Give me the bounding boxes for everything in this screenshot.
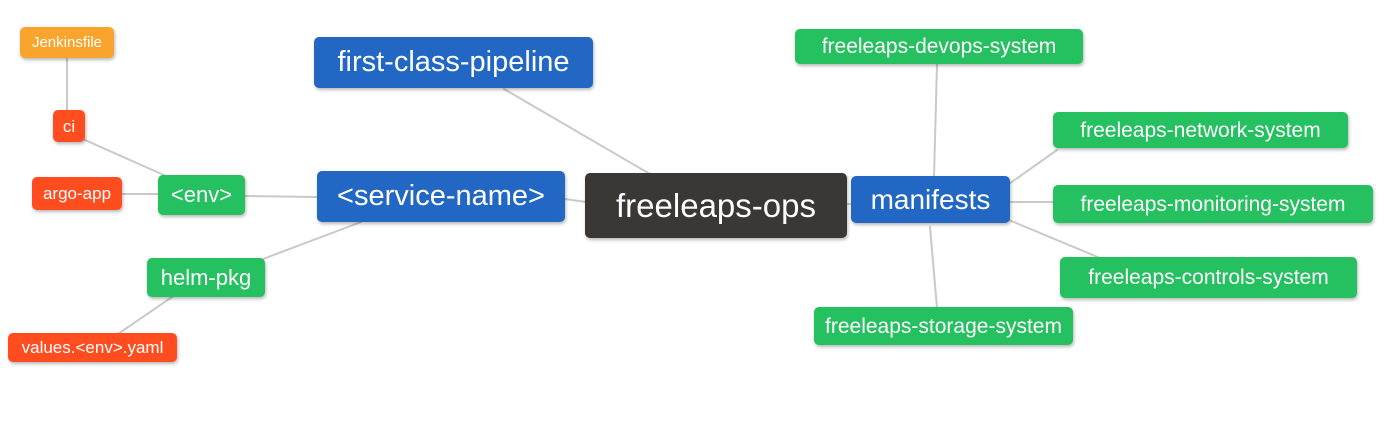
edge-values-helm-pkg — [117, 296, 173, 335]
node-values-env-yaml[interactable]: values.<env>.yaml — [8, 333, 177, 362]
node-ci[interactable]: ci — [53, 110, 85, 142]
node-freeleaps-network-system[interactable]: freeleaps-network-system — [1053, 112, 1348, 148]
edge-manifests-storage-system — [929, 226, 938, 309]
edge-manifests-controls-system — [1008, 219, 1101, 259]
node-argo-app[interactable]: argo-app — [32, 177, 122, 210]
edge-env-service-name — [244, 195, 318, 198]
node-first-class-pipeline[interactable]: first-class-pipeline — [314, 37, 593, 88]
node-freeleaps-monitoring-system[interactable]: freeleaps-monitoring-system — [1053, 185, 1373, 223]
node-manifests[interactable]: manifests — [851, 176, 1010, 223]
edge-service-name-ops — [564, 198, 587, 203]
edge-manifests-devops-system — [933, 63, 938, 178]
node-helm-pkg[interactable]: helm-pkg — [147, 258, 265, 297]
edge-manifests-network-system — [1008, 149, 1058, 185]
edge-ci-env — [84, 139, 167, 177]
edge-helm-pkg-service-name — [262, 221, 362, 260]
node-freeleaps-ops[interactable]: freeleaps-ops — [585, 173, 847, 238]
node-jenkinsfile[interactable]: Jenkinsfile — [20, 27, 114, 58]
node-freeleaps-controls-system[interactable]: freeleaps-controls-system — [1060, 257, 1357, 298]
node-env[interactable]: <env> — [158, 175, 245, 215]
node-service-name[interactable]: <service-name> — [317, 171, 565, 222]
edge-first-class-pipeline-ops — [503, 88, 651, 175]
node-freeleaps-storage-system[interactable]: freeleaps-storage-system — [814, 307, 1073, 345]
node-freeleaps-devops-system[interactable]: freeleaps-devops-system — [795, 29, 1083, 64]
